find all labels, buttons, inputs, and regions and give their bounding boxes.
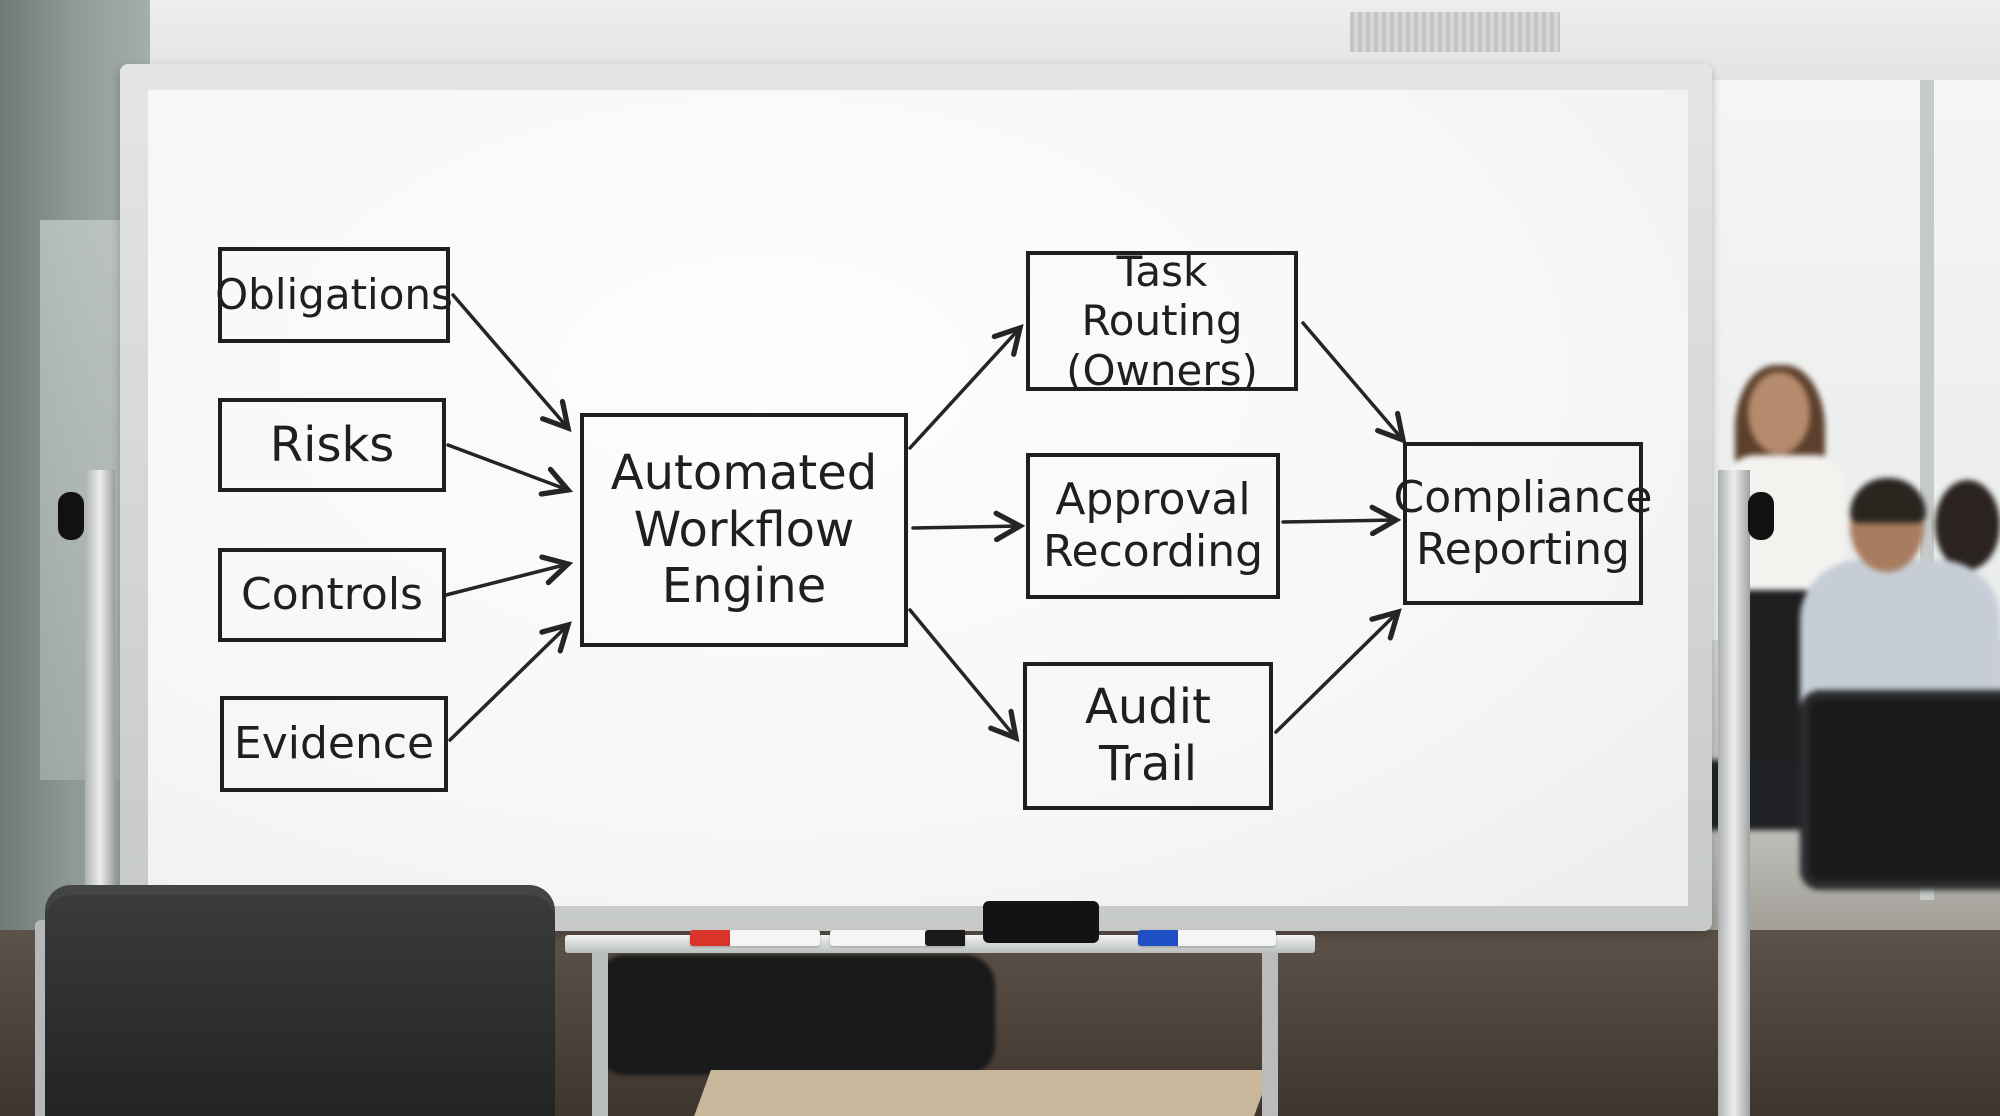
compliance-reporting-label: Compliance Reporting [1394, 472, 1653, 576]
arrow-evidence-engine [448, 625, 568, 742]
arrow-audit-compliance [1274, 612, 1398, 734]
audit-trail-box: Audit Trail [1023, 662, 1273, 810]
whiteboard-surface [148, 90, 1688, 906]
arrow-controls-engine [444, 564, 568, 597]
evidence-label: Evidence [233, 718, 435, 770]
red-marker-cap [690, 930, 730, 946]
controls-box: Controls [218, 548, 446, 642]
red-marker [690, 930, 820, 946]
office-chair-right [1800, 690, 2000, 890]
office-chair-foreground [45, 885, 555, 1116]
engine-line-2: Workflow [633, 501, 855, 558]
arrow-engine-approval [911, 526, 1020, 528]
risks-box: Risks [218, 398, 446, 492]
approval-recording-box: Approval Recording [1026, 453, 1280, 599]
audit-line-2: Trail [1098, 736, 1198, 792]
tilt-knob-left [58, 492, 84, 540]
task-routing-line-1: Task Routing [1081, 246, 1243, 346]
arrow-risks-engine [446, 443, 568, 490]
audit-line-1: Audit [1085, 679, 1211, 736]
blue-marker [1138, 930, 1276, 946]
audit-trail-label: Audit Trail [1085, 679, 1211, 792]
task-routing-line-2: (Owners) [1066, 345, 1258, 395]
diagram-arrows [444, 293, 1688, 906]
obligations-box: Obligations [215, 247, 453, 343]
ceiling-vent [1350, 12, 1560, 52]
arrow-engine-audit [908, 608, 1016, 738]
workflow-diagram: Obligations Risks Controls Evidence Auto… [148, 90, 1688, 906]
approval-line-2: Recording [1042, 526, 1264, 577]
standing-person-head [1748, 372, 1810, 454]
compliance-line-1: Compliance [1393, 471, 1653, 523]
compliance-reporting-box: Compliance Reporting [1394, 442, 1653, 605]
black-marker [830, 930, 965, 946]
evidence-box: Evidence [220, 696, 448, 792]
controls-label: Controls [241, 569, 423, 621]
tilt-knob-right [1748, 492, 1774, 540]
whiteboard-stand-right [1718, 470, 1750, 1116]
arrow-obligations-engine [451, 293, 568, 428]
obligations-label: Obligations [215, 270, 453, 320]
meeting-table [689, 1070, 1271, 1116]
whiteboard-eraser [983, 901, 1099, 943]
arrow-approval-compliance [1281, 520, 1396, 522]
blue-marker-cap [1138, 930, 1178, 946]
task-routing-label: Task Routing (Owners) [1030, 247, 1294, 396]
arrow-engine-task [908, 328, 1020, 450]
engine-line-1: Automated [610, 445, 878, 502]
approval-line-1: Approval [1055, 474, 1251, 526]
far-person-head [1935, 480, 2000, 570]
compliance-line-2: Reporting [1416, 523, 1630, 575]
engine-line-3: Engine [661, 558, 827, 615]
engine-box: Automated Workflow Engine [580, 413, 908, 647]
whiteboard-leg-right [1262, 945, 1278, 1116]
task-routing-box: Task Routing (Owners) [1026, 247, 1298, 395]
whiteboard-leg-left [592, 945, 608, 1116]
approval-recording-label: Approval Recording [1043, 474, 1263, 578]
office-chair-middle [595, 955, 995, 1075]
black-marker-cap [925, 930, 965, 946]
engine-label: Automated Workflow Engine [611, 445, 877, 615]
arrow-task-compliance [1301, 321, 1403, 440]
risks-label: Risks [269, 416, 395, 473]
